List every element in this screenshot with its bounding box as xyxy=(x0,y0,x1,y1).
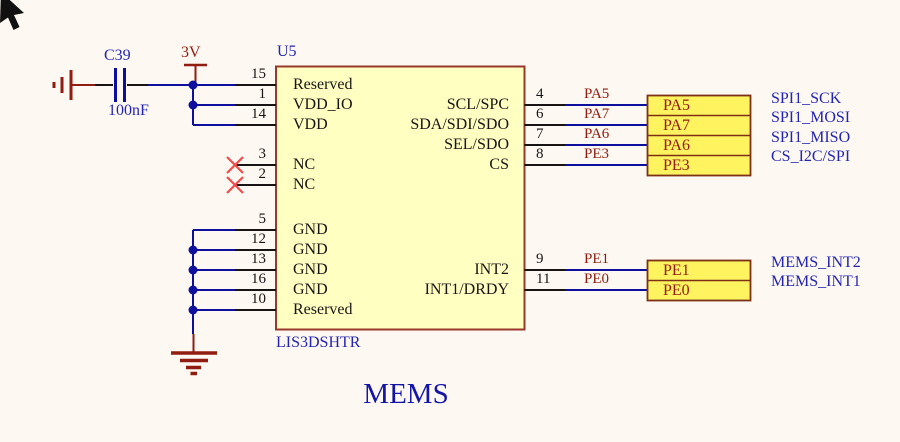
net-label[interactable]: PE1 xyxy=(584,251,610,267)
pin-name: SCL/SPC xyxy=(446,96,509,113)
port-label: MEMS_INT1 xyxy=(771,273,861,290)
pin-number: 14 xyxy=(251,106,266,122)
net-box-cell[interactable]: PE0 xyxy=(663,282,690,299)
ic-body[interactable] xyxy=(275,65,526,331)
net-label-box-int[interactable] xyxy=(646,259,752,302)
pin-name: GND xyxy=(293,221,328,238)
port-label: CS_I2C/SPI xyxy=(771,148,851,165)
net-label-box-spi[interactable] xyxy=(646,94,752,177)
port-label: MEMS_INT2 xyxy=(771,254,861,271)
pin-number: 11 xyxy=(536,271,551,287)
ic-designator: U5 xyxy=(277,43,297,60)
pin-name: GND xyxy=(293,261,328,278)
capacitor-symbol[interactable] xyxy=(95,68,148,102)
pin-number: 12 xyxy=(251,231,266,247)
net-box-cell[interactable]: PA6 xyxy=(663,137,690,154)
pin-number: 16 xyxy=(251,271,266,287)
pin-name: Reserved xyxy=(293,76,353,93)
pin-name: NC xyxy=(293,156,316,173)
ground-symbol-bottom[interactable] xyxy=(171,334,217,376)
ic-part-number: LIS3DSHTR xyxy=(276,334,361,351)
power-rail-label: 3V xyxy=(181,44,201,61)
pin-number: 8 xyxy=(536,146,544,162)
ic-pins-left xyxy=(235,84,276,311)
no-connect-x-icons xyxy=(226,156,244,194)
capacitor-value: 100nF xyxy=(108,102,149,119)
gnd-rail-wires[interactable] xyxy=(188,229,236,334)
net-label[interactable]: PA7 xyxy=(584,106,610,122)
net-box-cell[interactable]: PE1 xyxy=(663,262,690,279)
supply-wires[interactable] xyxy=(148,80,235,126)
pin-number: 15 xyxy=(251,66,266,82)
net-box-cell[interactable]: PA5 xyxy=(663,97,690,114)
port-label: SPI1_MISO xyxy=(771,129,851,146)
pin-number: 13 xyxy=(251,251,266,267)
mouse-cursor-icon xyxy=(0,0,24,30)
pin-name: INT2 xyxy=(474,261,509,278)
net-wires-right[interactable] xyxy=(565,104,648,291)
pin-name: GND xyxy=(293,241,328,258)
pin-number: 9 xyxy=(536,251,544,267)
port-label: SPI1_SCK xyxy=(771,90,842,107)
ic-pins-right xyxy=(524,104,565,291)
pin-number: 5 xyxy=(258,211,267,227)
pin-name: SEL/SDO xyxy=(444,136,509,153)
capacitor-designator: C39 xyxy=(104,47,131,64)
pin-number: 2 xyxy=(258,166,267,182)
net-box-cell[interactable]: PE3 xyxy=(663,157,690,174)
pin-name: NC xyxy=(293,176,316,193)
pin-number: 10 xyxy=(251,291,266,307)
net-box-cell[interactable]: PA7 xyxy=(663,117,690,134)
pin-number: 6 xyxy=(536,106,544,122)
pin-name: Reserved xyxy=(293,301,353,318)
pin-number: 3 xyxy=(258,146,267,162)
pin-name: VDD xyxy=(293,116,328,133)
pin-name: VDD_IO xyxy=(293,96,353,113)
pin-number: 4 xyxy=(536,86,544,102)
pin-number: 7 xyxy=(536,126,544,142)
pin-name: SDA/SDI/SDO xyxy=(410,116,509,133)
sheet-title: MEMS xyxy=(363,378,449,410)
net-label[interactable]: PE0 xyxy=(584,271,610,287)
pin-number: 1 xyxy=(258,86,267,102)
pin-name: INT1/DRDY xyxy=(424,281,509,298)
net-label[interactable]: PE3 xyxy=(584,146,610,162)
port-label: SPI1_MOSI xyxy=(771,109,851,126)
ground-symbol-left[interactable] xyxy=(52,70,95,100)
pin-name: CS xyxy=(489,156,509,173)
net-label[interactable]: PA5 xyxy=(584,86,610,102)
pin-name: GND xyxy=(293,281,328,298)
net-label[interactable]: PA6 xyxy=(584,126,610,142)
